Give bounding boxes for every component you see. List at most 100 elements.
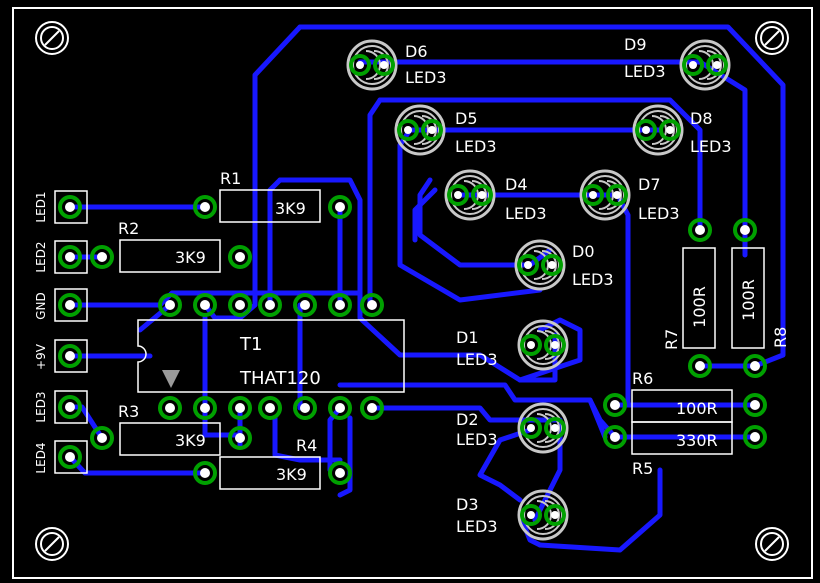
connector-outline xyxy=(54,339,88,373)
led-ref: D5 xyxy=(455,109,478,128)
mounting-hole-icon xyxy=(35,21,69,55)
connector-label: GND xyxy=(34,292,48,320)
led-ref: D0 xyxy=(572,242,595,261)
pad xyxy=(193,461,217,485)
resistor-value: 3K9 xyxy=(276,465,307,484)
pad xyxy=(421,119,443,141)
resistor-ref: R7 xyxy=(662,329,681,350)
pad xyxy=(471,184,493,206)
resistor-ref: R3 xyxy=(118,402,139,421)
led-ref: D7 xyxy=(638,175,661,194)
resistor-ref: R8 xyxy=(771,327,790,348)
led-ref: D9 xyxy=(624,35,647,54)
pad xyxy=(544,334,566,356)
connector-outline xyxy=(54,440,88,474)
pad xyxy=(606,184,628,206)
pad xyxy=(360,396,384,420)
resistor-ref: R5 xyxy=(632,459,653,478)
connector-outline xyxy=(54,190,88,224)
resistor-value: 330R xyxy=(676,431,718,450)
pad xyxy=(520,334,542,356)
ic-package xyxy=(137,319,405,393)
led-ref: D8 xyxy=(690,109,713,128)
resistor-outlines xyxy=(119,189,765,490)
led-value: LED3 xyxy=(405,68,447,87)
connector-label: LED1 xyxy=(34,191,48,222)
pad xyxy=(397,119,419,141)
connector-outline xyxy=(54,288,88,322)
pad xyxy=(258,293,282,317)
led-value: LED3 xyxy=(456,350,498,369)
resistor-ref: R2 xyxy=(118,219,139,238)
resistor-ref: R6 xyxy=(632,369,653,388)
pad xyxy=(603,425,627,449)
led-value: LED3 xyxy=(455,137,497,156)
pin1-marker-icon xyxy=(162,370,180,388)
pad xyxy=(228,396,252,420)
pad xyxy=(582,184,604,206)
pad xyxy=(58,293,82,317)
pad xyxy=(228,426,252,450)
r3-body xyxy=(119,422,221,456)
pad xyxy=(603,393,627,417)
r8-body xyxy=(731,247,765,349)
r5-body xyxy=(631,421,733,455)
pad xyxy=(193,293,217,317)
mounting-hole-icon xyxy=(755,21,789,55)
led-value: LED3 xyxy=(456,430,498,449)
pad xyxy=(743,354,767,378)
resistor-ref: R1 xyxy=(220,169,241,188)
led-value: LED3 xyxy=(690,137,732,156)
pad xyxy=(743,393,767,417)
pad xyxy=(90,245,114,269)
ic-ref: T1 xyxy=(239,334,262,355)
pad xyxy=(733,218,757,242)
led-ref: D3 xyxy=(456,495,479,514)
pad xyxy=(517,254,539,276)
led-value: LED3 xyxy=(572,270,614,289)
mounting-hole-icon xyxy=(35,527,69,561)
led-value: LED3 xyxy=(624,62,666,81)
mounting-hole-icon xyxy=(755,527,789,561)
pad xyxy=(743,425,767,449)
pad xyxy=(58,195,82,219)
pad xyxy=(635,119,657,141)
pad xyxy=(541,254,563,276)
pads xyxy=(58,54,767,526)
ic-outline xyxy=(137,319,405,393)
pad xyxy=(228,293,252,317)
resistor-value: 3K9 xyxy=(275,199,306,218)
pad xyxy=(58,344,82,368)
resistor-ref: R4 xyxy=(296,436,317,455)
resistor-value: 100R xyxy=(690,286,709,328)
resistor-value: 3K9 xyxy=(175,431,206,450)
connector-label: LED4 xyxy=(34,442,48,473)
r2-body xyxy=(119,239,221,273)
pad xyxy=(328,396,352,420)
ic-value: THAT120 xyxy=(239,368,321,389)
connector-outline xyxy=(54,390,88,424)
pad xyxy=(58,445,82,469)
pad xyxy=(193,396,217,420)
pad xyxy=(58,245,82,269)
pad xyxy=(293,396,317,420)
pad xyxy=(293,293,317,317)
pad xyxy=(349,54,371,76)
led-ref: D2 xyxy=(456,410,479,429)
pad xyxy=(158,396,182,420)
connector-label: LED3 xyxy=(34,391,48,422)
pad xyxy=(328,461,352,485)
led-ref: D6 xyxy=(405,42,428,61)
pad xyxy=(659,119,681,141)
connector-label: LED2 xyxy=(34,241,48,272)
resistor-value: 3K9 xyxy=(175,248,206,267)
resistor-value: 100R xyxy=(676,399,718,418)
board-outline xyxy=(12,7,813,579)
pad xyxy=(706,54,728,76)
pad xyxy=(688,354,712,378)
pad xyxy=(90,426,114,450)
pad xyxy=(520,417,542,439)
pad xyxy=(228,245,252,269)
pad xyxy=(328,293,352,317)
